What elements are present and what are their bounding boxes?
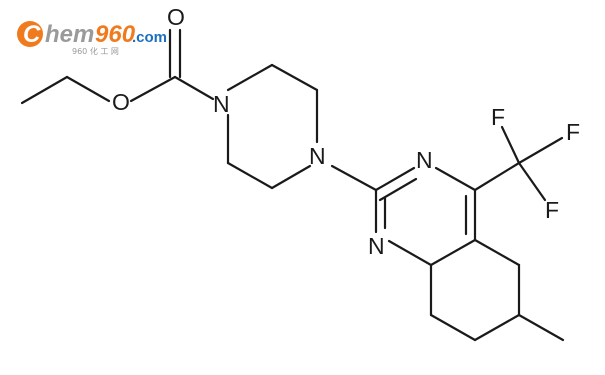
bond-o-c [129,75,177,103]
atom-n-pyrimidine-1: N [368,233,385,259]
bond-pip-5 [226,161,274,190]
chem960-logo: C hem 960 .com 960 化 工 网 [17,21,167,56]
atom-o-carbonyl: O [167,4,185,30]
bond-c-n [173,75,215,101]
bond-c8a-n1 [387,239,433,267]
bonds [20,28,565,342]
logo-initial: C [23,21,41,48]
bond-ch2-o [65,75,111,103]
atom-f-2: F [566,119,580,145]
atom-n-pyrimidine-3: N [416,147,433,173]
bond-pip-2 [270,63,319,92]
atom-o-ester: O [112,89,130,115]
bond-pip-1 [226,63,274,92]
bond-c4a-c5 [473,238,521,267]
bond-c6-methyl [517,313,565,342]
bond-pip-4 [270,164,312,190]
atom-n-piperazine-1: N [213,91,230,117]
bond-c2-n3-inner [378,177,418,202]
bond-n3-c4 [434,166,477,192]
bond-c4-cf3 [473,161,521,192]
bond-c-f3 [517,161,547,202]
bond-c2-n3 [374,166,416,192]
atom-labels: O O N N N N F F F [112,4,580,259]
logo-word: hem [45,21,94,48]
atom-f-3: F [545,197,559,223]
bond-c-f2 [517,136,564,165]
logo-number: 960 [95,21,136,48]
logo-tld: .com [132,29,167,46]
bond-c6-c7 [473,313,521,342]
atom-f-1: F [491,104,505,130]
bond-c-f1 [500,125,521,165]
logo-subtitle: 960 化 工 网 [72,46,119,56]
atom-n-piperazine-4: N [309,143,326,169]
bond-c7-c8 [429,313,477,342]
bond-n-c2 [330,164,378,192]
bond-ch3-ch2 [20,75,69,105]
bond-c4a-c8a [429,238,477,267]
logo-circle [17,21,43,47]
